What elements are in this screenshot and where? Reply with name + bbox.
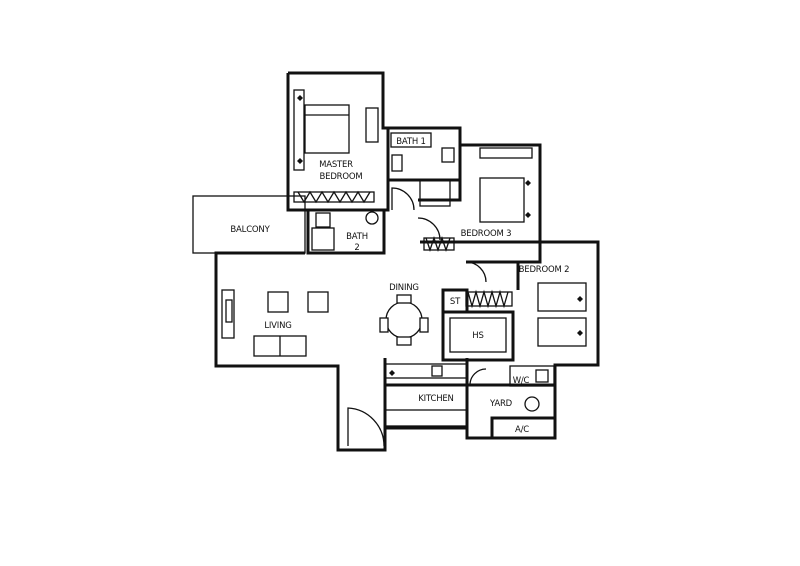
label-yard: YARD (489, 399, 513, 409)
wc-box (509, 365, 555, 387)
marker-diamonds (297, 95, 583, 376)
washer-icon (524, 396, 540, 412)
bath2-toilet (315, 212, 331, 228)
bedroom3-wardrobe (423, 237, 455, 251)
master-bedroom-wall (286, 73, 390, 212)
bath1-sink (391, 154, 403, 172)
dining-chair-s (396, 336, 412, 346)
master-desk (365, 107, 379, 143)
bath1-toilet (441, 147, 455, 163)
bath1-shower (419, 179, 451, 207)
label-hs: HS (472, 331, 483, 341)
label-balcony: BALCONY (230, 225, 270, 235)
hs-inner (449, 317, 507, 353)
bedroom2-wall (466, 242, 542, 290)
label-kitchen: KITCHEN (418, 394, 453, 404)
label-dining: DINING (389, 283, 419, 293)
ac-ledge (490, 416, 557, 440)
bedroom3-wardrobe-hatch (425, 235, 451, 253)
tv-icon (225, 299, 233, 323)
label-master-line2: BEDROOM (320, 172, 363, 182)
wc-toilet (535, 369, 549, 383)
bedroom2-wardrobe-hatch (467, 289, 509, 309)
dining-table (385, 301, 423, 339)
household-shelter-wall (441, 310, 515, 362)
kitchen-wall (383, 358, 555, 428)
bedroom3-bed (479, 177, 525, 223)
dining-chair-e (419, 317, 429, 333)
label-bath1: BATH 1 (396, 137, 425, 147)
kitchen-sink (431, 365, 443, 377)
master-door-swing (391, 187, 415, 211)
dining-chair-n (396, 294, 412, 304)
master-bedside (293, 89, 305, 171)
main-door-swing (347, 407, 385, 447)
armchair-2 (307, 291, 329, 313)
bedroom2-bed-1 (537, 282, 587, 312)
dining-chair-w (379, 317, 389, 333)
balcony-outline (192, 195, 306, 254)
tv-console (221, 289, 235, 339)
yard-door-swing (469, 368, 487, 386)
bedroom3-shelf (479, 147, 533, 159)
bath1-label-box (390, 132, 432, 148)
label-master-line1: MASTER (319, 160, 353, 170)
bath2-wall (306, 210, 386, 255)
master-wardrobe-hatch (297, 190, 371, 204)
label-living: LIVING (264, 321, 291, 331)
label-bath2-line1: BATH (346, 232, 368, 242)
label-ac: A/C (515, 425, 529, 435)
label-st: ST (450, 297, 461, 307)
armchair-1 (267, 291, 289, 313)
kitchen-counter-top (384, 363, 468, 379)
master-wardrobe (293, 191, 375, 203)
label-bedroom3: BEDROOM 3 (461, 229, 512, 239)
master-bed (304, 104, 350, 154)
bedroom3-door-swing (417, 217, 441, 241)
label-bath2-line2: 2 (354, 243, 359, 253)
bath2-sink (365, 211, 379, 225)
kitchen-counter-bottom (384, 409, 468, 427)
bath2-shower (311, 227, 335, 251)
label-bedroom2: BEDROOM 2 (519, 265, 570, 275)
bedroom2-door-swing (465, 261, 487, 283)
label-wc: W/C (513, 376, 530, 386)
